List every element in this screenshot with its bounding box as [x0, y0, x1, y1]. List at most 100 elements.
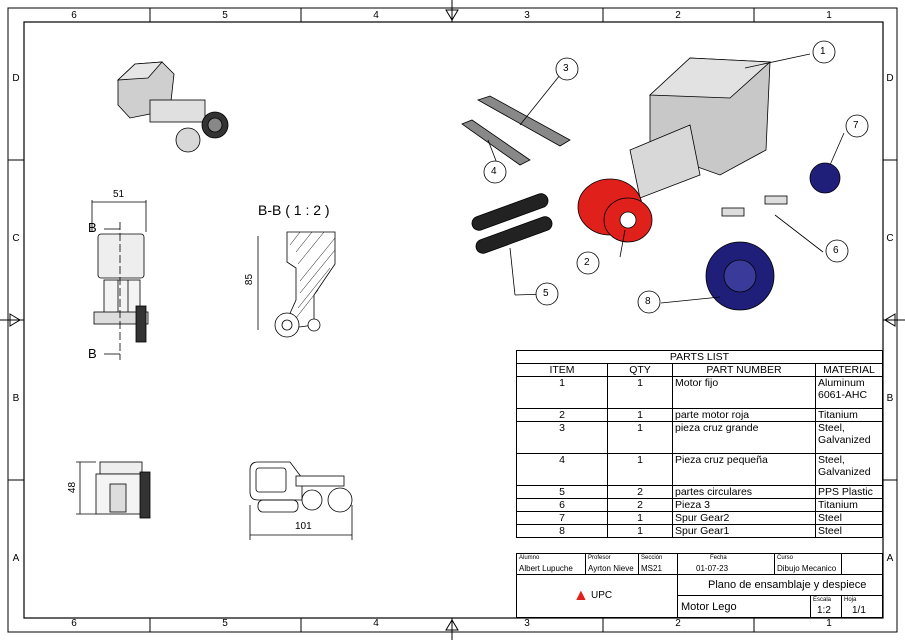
balloon-2: 2 [584, 257, 590, 268]
bottom-view [249, 461, 353, 540]
cell-material: Titanium [815, 498, 883, 512]
exploded-view [461, 57, 841, 311]
cell-qty: 2 [607, 485, 673, 499]
cell-qty: 2 [607, 498, 673, 512]
zone-left-d: D [12, 73, 20, 84]
table-row: 6 2 Pieza 3 Titanium [516, 498, 883, 512]
table-row: 7 1 Spur Gear2 Steel [516, 511, 883, 525]
cell-item: 2 [516, 408, 608, 422]
table-row: 5 2 partes circulares PPS Plastic [516, 485, 883, 499]
parts-list-title: PARTS LIST [516, 350, 883, 364]
cell-part: Spur Gear1 [672, 524, 816, 538]
cell-part: Spur Gear2 [672, 511, 816, 525]
table-row: 4 1 Pieza cruz pequeña Steel, Galvanized [516, 453, 883, 486]
table-row: 3 1 pieza cruz grande Steel, Galvanized [516, 421, 883, 454]
cell-part: pieza cruz grande [672, 421, 816, 454]
balloon-8: 8 [645, 296, 651, 307]
balloon-3: 3 [563, 63, 569, 74]
alumno-cell: Alumno Albert Lupuche [516, 553, 586, 575]
cell-material: Steel [815, 511, 883, 525]
curso-label: Curso [777, 555, 794, 561]
cell-part: Motor fijo [672, 376, 816, 409]
zone-top-3: 4 [373, 10, 379, 21]
zone-top-5: 2 [675, 10, 681, 21]
cell-item: 5 [516, 485, 608, 499]
zone-bottom-5: 2 [675, 618, 681, 629]
section-title: B-B ( 1 : 2 ) [258, 202, 330, 218]
balloon-6: 6 [833, 245, 839, 256]
zone-top-2: 5 [222, 10, 228, 21]
table-row: 2 1 parte motor roja Titanium [516, 408, 883, 422]
header-item: ITEM [516, 363, 608, 377]
zone-top-1: 6 [71, 10, 77, 21]
drawing-title-cell: Plano de ensamblaje y despiece [677, 574, 883, 596]
iso-small-view [116, 61, 229, 153]
curso-cell: Curso Dibujo Mecanico [774, 553, 842, 575]
cell-qty: 1 [607, 453, 673, 486]
zone-left-a: A [12, 553, 20, 564]
zone-top-4: 3 [524, 10, 530, 21]
front-view [91, 200, 149, 360]
escala-value: 1:2 [817, 605, 831, 616]
seccion-cell: Sección MS21 [638, 553, 678, 575]
cell-item: 7 [516, 511, 608, 525]
cell-item: 1 [516, 376, 608, 409]
cell-material: Steel, Galvanized [815, 453, 883, 486]
zone-bottom-2: 5 [222, 618, 228, 629]
dim-front-width: 51 [113, 189, 125, 200]
cell-material: PPS Plastic [815, 485, 883, 499]
section-marker-top: B [88, 220, 97, 235]
balloon-5: 5 [543, 288, 549, 299]
blank-cell [841, 553, 883, 575]
dim-side-height: 48 [67, 481, 79, 494]
cell-material: Titanium [815, 408, 883, 422]
header-material: MATERIAL [815, 363, 883, 377]
header-qty: QTY [607, 363, 673, 377]
cell-qty: 1 [607, 511, 673, 525]
zone-right-d: D [886, 73, 894, 84]
cell-material: Steel [815, 524, 883, 538]
cell-part: Pieza cruz pequeña [672, 453, 816, 486]
drawing-title: Plano de ensamblaje y despiece [708, 579, 867, 591]
dim-bottom-width: 101 [295, 521, 312, 532]
zone-left-c: C [12, 233, 20, 244]
side-view [76, 461, 151, 519]
cell-part: Pieza 3 [672, 498, 816, 512]
alumno-value: Albert Lupuche [519, 564, 573, 573]
cell-material: Aluminum 6061-AHC [815, 376, 883, 409]
zone-bottom-3: 4 [373, 618, 379, 629]
logo-cell: ▲ UPC [516, 574, 678, 618]
header-part-number: PART NUMBER [672, 363, 816, 377]
upc-logo-icon: ▲ [573, 587, 589, 604]
zone-right-c: C [886, 233, 894, 244]
parts-list-table: PARTS LIST ITEM QTY PART NUMBER MATERIAL… [516, 350, 883, 538]
profesor-label: Profesor [588, 555, 611, 561]
balloon-7: 7 [853, 120, 859, 131]
cell-item: 4 [516, 453, 608, 486]
curso-value: Dibujo Mecanico [777, 564, 837, 573]
table-row: 8 1 Spur Gear1 Steel [516, 524, 883, 538]
zone-right-a: A [886, 553, 894, 564]
table-row: 1 1 Motor fijo Aluminum 6061-AHC [516, 376, 883, 409]
section-view [257, 231, 336, 338]
cell-part: partes circulares [672, 485, 816, 499]
zone-left-b: B [12, 393, 20, 404]
fecha-value: 01-07-23 [696, 564, 729, 573]
section-marker-bottom: B [88, 346, 97, 361]
cell-qty: 1 [607, 376, 673, 409]
cell-item: 3 [516, 421, 608, 454]
logo-text: UPC [591, 590, 613, 601]
cell-item: 8 [516, 524, 608, 538]
zone-bottom-1: 6 [71, 618, 77, 629]
zone-bottom-6: 1 [826, 618, 832, 629]
alumno-label: Alumno [519, 555, 540, 561]
hoja-cell: Hoja 1/1 [841, 595, 883, 618]
profesor-value: Ayrton Nieve [588, 564, 634, 573]
cell-item: 6 [516, 498, 608, 512]
escala-cell: Escala 1:2 [810, 595, 842, 618]
drawing-subtitle-cell: Motor Lego [677, 595, 811, 618]
fecha-label: Fecha [710, 555, 727, 561]
hoja-label: Hoja [844, 597, 857, 603]
balloon-1: 1 [820, 46, 826, 57]
